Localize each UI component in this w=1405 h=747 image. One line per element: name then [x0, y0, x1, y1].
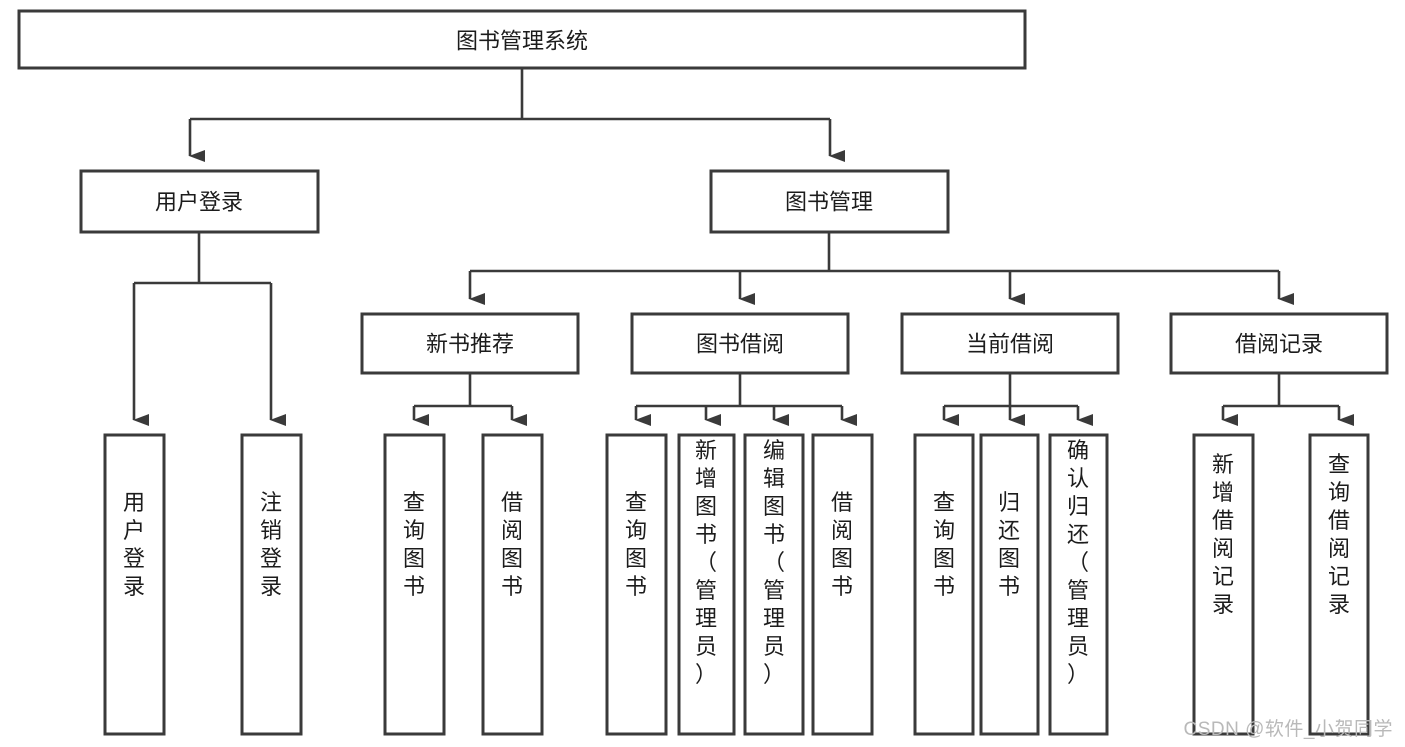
- node-leaf-confirm-return-box[interactable]: [1048, 433, 1109, 736]
- connector-group-user-login: [132, 232, 286, 426]
- node-book-mgmt-box[interactable]: [709, 169, 950, 234]
- node-leaf-edit-book[interactable]: 编辑图书（管理员）: [743, 433, 805, 736]
- connector-group-current-borrow: [942, 373, 1093, 426]
- node-leaf-query-book-a[interactable]: 查询图书: [383, 433, 446, 736]
- node-borrow-record[interactable]: 借阅记录: [1169, 312, 1389, 375]
- node-root[interactable]: 图书管理系统: [17, 9, 1027, 70]
- node-leaf-query-book-a-box[interactable]: [383, 433, 446, 736]
- node-new-book-rec-box[interactable]: [360, 312, 580, 375]
- node-leaf-borrow-book-b-label: 借阅图书: [831, 490, 853, 599]
- node-leaf-confirm-return[interactable]: 确认归还（管理员）: [1048, 433, 1109, 736]
- node-leaf-edit-book-label: 编辑图书（管理员）: [763, 438, 785, 687]
- node-current-borrow[interactable]: 当前借阅: [900, 312, 1120, 375]
- node-current-borrow-label: 当前借阅: [966, 332, 1054, 357]
- node-leaf-add-record-label: 新增借阅记录: [1212, 452, 1234, 617]
- node-leaf-borrow-book-a[interactable]: 借阅图书: [481, 433, 544, 736]
- node-leaf-user-logout[interactable]: 注销登录: [240, 433, 303, 736]
- node-leaf-confirm-return-label: 确认归还（管理员）: [1067, 438, 1089, 687]
- node-root-label: 图书管理系统: [456, 29, 588, 54]
- node-leaf-add-record[interactable]: 新增借阅记录: [1192, 433, 1255, 736]
- node-leaf-return-book-box[interactable]: [979, 433, 1040, 736]
- node-leaf-edit-book-box[interactable]: [743, 433, 805, 736]
- node-leaf-query-book-c-box[interactable]: [913, 433, 975, 736]
- node-leaf-user-logout-box[interactable]: [240, 433, 303, 736]
- node-leaf-add-book-label: 新增图书（管理员）: [695, 438, 717, 687]
- node-book-borrow-label: 图书借阅: [696, 332, 784, 357]
- node-new-book-rec[interactable]: 新书推荐: [360, 312, 580, 375]
- node-leaf-user-login-label: 用户登录: [123, 490, 145, 599]
- node-book-mgmt-label: 图书管理: [785, 190, 873, 215]
- node-leaf-return-book[interactable]: 归还图书: [979, 433, 1040, 736]
- node-user-login-label: 用户登录: [155, 190, 243, 215]
- connector-group-book-mgmt: [468, 232, 1294, 305]
- connector-group-borrow-record: [1221, 373, 1354, 426]
- node-leaf-borrow-book-b-box[interactable]: [811, 433, 874, 736]
- node-book-borrow-box[interactable]: [630, 312, 850, 375]
- node-leaf-query-book-c-label: 查询图书: [933, 490, 955, 599]
- node-leaf-query-book-b-label: 查询图书: [625, 490, 647, 599]
- node-leaf-borrow-book-a-box[interactable]: [481, 433, 544, 736]
- node-current-borrow-box[interactable]: [900, 312, 1120, 375]
- node-leaf-borrow-book-b[interactable]: 借阅图书: [811, 433, 874, 736]
- node-leaf-query-book-a-label: 查询图书: [403, 490, 425, 599]
- node-leaf-return-book-label: 归还图书: [998, 490, 1020, 599]
- node-leaf-query-book-b-box[interactable]: [605, 433, 668, 736]
- node-leaf-user-logout-label: 注销登录: [260, 490, 282, 599]
- connector-group-root: [188, 68, 845, 162]
- node-leaf-query-book-b[interactable]: 查询图书: [605, 433, 668, 736]
- node-book-mgmt[interactable]: 图书管理: [709, 169, 950, 234]
- node-leaf-add-record-box[interactable]: [1192, 433, 1255, 736]
- node-book-borrow[interactable]: 图书借阅: [630, 312, 850, 375]
- node-leaf-borrow-book-a-label: 借阅图书: [501, 490, 523, 599]
- connector-group-new-book-rec: [412, 373, 527, 426]
- node-leaf-query-book-c[interactable]: 查询图书: [913, 433, 975, 736]
- node-leaf-query-record-box[interactable]: [1308, 433, 1370, 736]
- node-root-box[interactable]: [17, 9, 1027, 70]
- node-borrow-record-label: 借阅记录: [1235, 332, 1323, 357]
- node-leaf-add-book[interactable]: 新增图书（管理员）: [677, 433, 736, 736]
- node-user-login[interactable]: 用户登录: [79, 169, 320, 234]
- node-borrow-record-box[interactable]: [1169, 312, 1389, 375]
- node-user-login-box[interactable]: [79, 169, 320, 234]
- connector-group-book-borrow: [634, 373, 857, 426]
- node-leaf-add-book-box[interactable]: [677, 433, 736, 736]
- node-leaf-user-login-box[interactable]: [103, 433, 166, 736]
- node-leaf-query-record[interactable]: 查询借阅记录: [1308, 433, 1370, 736]
- node-new-book-rec-label: 新书推荐: [426, 332, 514, 357]
- node-leaf-query-record-label: 查询借阅记录: [1328, 452, 1350, 617]
- node-leaf-user-login[interactable]: 用户登录: [103, 433, 166, 736]
